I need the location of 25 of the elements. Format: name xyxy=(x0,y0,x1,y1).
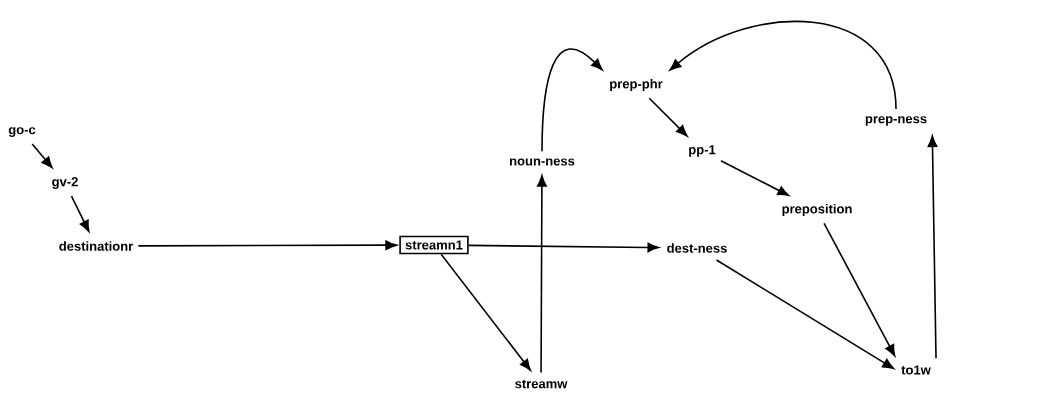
arrow xyxy=(70,195,90,232)
process-box: streamn1 xyxy=(399,235,469,255)
arrow xyxy=(440,253,532,371)
node-label: destinationr xyxy=(59,241,133,251)
arrow xyxy=(715,259,895,370)
node-label: noun-ness xyxy=(510,158,575,166)
arrow xyxy=(720,159,790,197)
node-label: preposition xyxy=(782,203,852,217)
arrow xyxy=(537,175,547,374)
node-label: pp-1 xyxy=(689,145,716,157)
node-label: prep-phr xyxy=(610,78,663,92)
arrow xyxy=(137,240,397,250)
node-label: prep-ness xyxy=(865,116,927,126)
arrow xyxy=(927,135,938,360)
arrow xyxy=(823,222,896,357)
node-label: streamw xyxy=(515,379,568,389)
arrow xyxy=(648,97,688,137)
node-label: dest-ness xyxy=(667,243,727,253)
node-label: to1w xyxy=(901,365,931,375)
arrow xyxy=(669,20,897,110)
arrow xyxy=(31,143,53,169)
arrow xyxy=(541,48,603,153)
arrow xyxy=(467,242,660,253)
node-label: gv-2 xyxy=(52,177,78,189)
node-label: go-c xyxy=(8,127,36,137)
